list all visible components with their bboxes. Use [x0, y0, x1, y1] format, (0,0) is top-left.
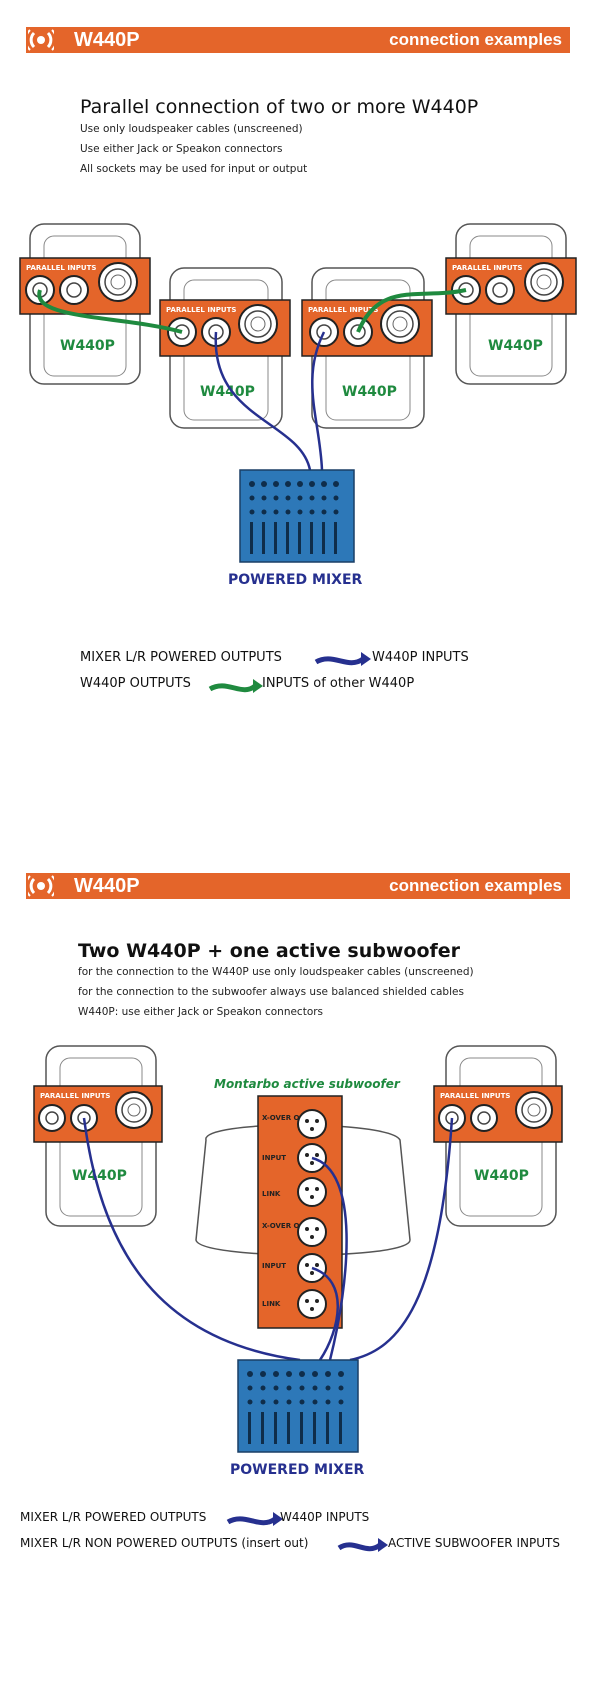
cable-left-speaker [82, 1117, 301, 1362]
panel-label-a: PARALLEL INPUTS [26, 264, 96, 272]
legend-4-right: ACTIVE SUBWOOFER INPUTS [388, 1536, 560, 1550]
subwoofer-connection-diagram: PARALLEL INPUTS W440P PARALLEL INPUTS W4… [33, 1045, 563, 1478]
speaker-left: PARALLEL INPUTS W440P [33, 1045, 163, 1227]
speaker-label-b: W440P [200, 384, 255, 400]
speaker-a: PARALLEL INPUTS W440P [19, 223, 151, 385]
section1-title: Parallel connection of two or more W440P [80, 96, 479, 118]
parallel-connection-diagram: PARALLEL INPUTS W440P PARALLEL INPUTS W4… [19, 223, 577, 588]
mixer-label: POWERED MIXER [228, 572, 363, 588]
sub-label-link1: LINK [262, 1190, 281, 1198]
green-cable-left [37, 289, 183, 334]
speaker-label-a: W440P [60, 338, 115, 354]
arrow-blue-icon [337, 1538, 388, 1552]
panel-label-c: PARALLEL INPUTS [308, 306, 378, 314]
banner-subtitle: connection examples [389, 30, 562, 49]
banner-model: W440P [74, 28, 140, 51]
green-cable-right [356, 288, 467, 333]
blue-cable-b [214, 331, 312, 471]
panel-label-b: PARALLEL INPUTS [166, 306, 236, 314]
legend-2-right: INPUTS of other W440P [262, 676, 415, 691]
montarbo-logo-icon [28, 29, 54, 51]
sub-label-link2: LINK [262, 1300, 281, 1308]
banner-model: W440P [74, 874, 140, 897]
sub-label-xover2: X-OVER OUT [262, 1222, 310, 1230]
speaker-d: PARALLEL INPUTS W440P [445, 223, 577, 385]
legend-1-left: MIXER L/R POWERED OUTPUTS [80, 650, 282, 665]
powered-mixer [239, 469, 355, 563]
speaker-c: PARALLEL INPUTS W440P [301, 267, 433, 429]
banner-bottom: W440P connection examples [26, 873, 570, 899]
cable-sub-input2 [311, 1266, 339, 1361]
section1-note-3: All sockets may be used for input or out… [80, 163, 308, 175]
legend-3-right: W440P INPUTS [280, 1510, 370, 1524]
legend-4-left: MIXER L/R NON POWERED OUTPUTS (insert ou… [20, 1536, 309, 1550]
powered-mixer-2 [237, 1359, 359, 1453]
section1-note-2: Use either Jack or Speakon connectors [80, 143, 283, 155]
montarbo-logo-icon [28, 875, 54, 897]
panel-label-right: PARALLEL INPUTS [440, 1092, 510, 1100]
speaker-right: PARALLEL INPUTS W440P [433, 1045, 563, 1227]
blue-cable-c [311, 331, 326, 471]
section2-note-2: for the connection to the subwoofer alwa… [78, 986, 464, 998]
banner-subtitle: connection examples [389, 876, 562, 895]
legend-1-right: W440P INPUTS [372, 650, 469, 665]
section1-note-1: Use only loudspeaker cables (unscreened) [80, 123, 303, 135]
panel-label-left: PARALLEL INPUTS [40, 1092, 110, 1100]
speaker-label-left: W440P [72, 1168, 127, 1184]
subwoofer-title: Montarbo active subwoofer [214, 1077, 401, 1091]
section2-note-1: for the connection to the W440P use only… [78, 966, 474, 978]
cable-right-speaker [349, 1117, 454, 1362]
legend-3-left: MIXER L/R POWERED OUTPUTS [20, 1510, 207, 1524]
panel-label-d: PARALLEL INPUTS [452, 264, 522, 272]
section2-note-3: W440P: use either Jack or Speakon connec… [78, 1006, 324, 1018]
arrow-green-icon [208, 679, 263, 693]
sub-label-input1: INPUT [262, 1154, 286, 1162]
sub-label-xover1: X-OVER OUT [262, 1114, 310, 1122]
speaker-label-d: W440P [488, 338, 543, 354]
subwoofer: X-OVER OUT INPUT LINK X-OVER OUT INPUT L… [195, 1095, 411, 1329]
mixer-label-2: POWERED MIXER [230, 1462, 365, 1478]
section2-title: Two W440P + one active subwoofer [78, 940, 461, 962]
arrow-blue-icon [226, 1512, 283, 1526]
cable-sub-input1 [311, 1156, 348, 1361]
sub-label-input2: INPUT [262, 1262, 286, 1270]
legend-2-left: W440P OUTPUTS [80, 676, 191, 691]
speaker-label-right: W440P [474, 1168, 529, 1184]
arrow-blue-icon [314, 652, 371, 666]
speaker-label-c: W440P [342, 384, 397, 400]
banner-top: W440P connection examples [26, 27, 570, 53]
speaker-b: PARALLEL INPUTS W440P [159, 267, 291, 429]
